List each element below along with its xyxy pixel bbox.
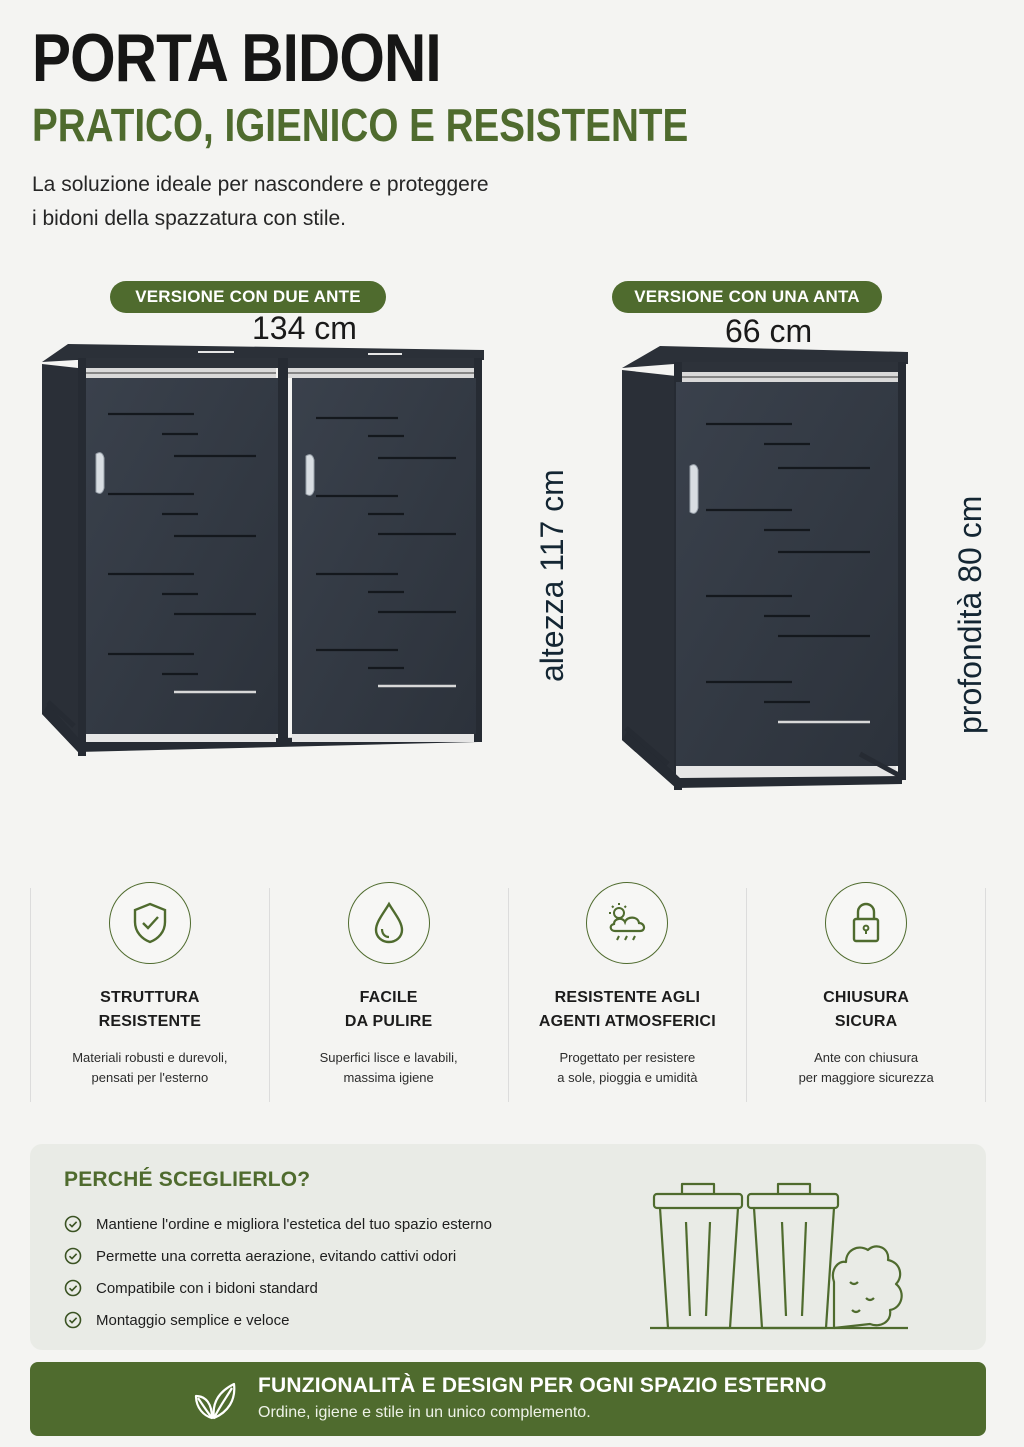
footer-banner: FUNZIONALITÀ E DESIGN PER OGNI SPAZIO ES… [30, 1362, 986, 1436]
trash-bins-illustration-icon [650, 1182, 908, 1330]
list-item-text: Montaggio semplice e veloce [96, 1311, 290, 1329]
features-row: STRUTTURA RESISTENTE Materiali robusti e… [30, 882, 986, 1102]
list-item-text: Mantiene l'ordine e migliora l'estetica … [96, 1215, 492, 1233]
why-choose-title: PERCHÉ SCEGLIERLO? [64, 1168, 311, 1191]
check-circle-icon [64, 1215, 82, 1233]
feature-desc-line-2: pensati per l'esterno [91, 1070, 209, 1085]
double-bin-cabinet-image [42, 344, 484, 756]
list-item: Montaggio semplice e veloce [64, 1304, 492, 1336]
feature-easy-clean: FACILE DA PULIRE Superfici lisce e lavab… [268, 882, 508, 1102]
page-subtitle: PRATICO, IGIENICO E RESISTENTE [32, 99, 689, 151]
feature-title-line-2: AGENTI ATMOSFERICI [538, 1013, 716, 1030]
feature-desc-line-2: massima igiene [343, 1070, 434, 1085]
feature-desc-line-1: Progettato per resistere [559, 1050, 696, 1065]
page-title: PORTA BIDONI [32, 20, 442, 96]
padlock-icon [825, 882, 908, 964]
list-item: Permette una corretta aerazione, evitand… [64, 1240, 492, 1272]
height-label: altezza 117 cm [534, 469, 570, 682]
banner-subtitle: Ordine, igiene e stile in un unico compl… [258, 1404, 591, 1421]
check-circle-icon [64, 1279, 82, 1297]
feature-structure: STRUTTURA RESISTENTE Materiali robusti e… [30, 882, 269, 1102]
feature-secure-lock: CHIUSURA SICURA Ante con chiusura per ma… [746, 882, 986, 1102]
feature-title-line-1: CHIUSURA [823, 989, 910, 1006]
list-item: Compatibile con i bidoni standard [64, 1272, 492, 1304]
feature-title-line-1: STRUTTURA [100, 989, 200, 1006]
intro-text: La soluzione ideale per nascondere e pro… [32, 168, 592, 236]
feature-desc-line-2: a sole, pioggia e umidità [557, 1070, 698, 1085]
feature-title-line-2: DA PULIRE [344, 1013, 433, 1030]
shield-check-icon [108, 882, 191, 964]
water-drop-icon [347, 882, 430, 964]
check-circle-icon [64, 1247, 82, 1265]
feature-title-line-1: RESISTENTE AGLI [554, 989, 701, 1006]
intro-line-1: La soluzione ideale per nascondere e pro… [32, 173, 489, 196]
check-circle-icon [64, 1311, 82, 1329]
leaf-icon [194, 1382, 236, 1420]
list-item: Mantiene l'ordine e migliora l'estetica … [64, 1208, 492, 1240]
feature-title-line-1: FACILE [359, 989, 418, 1006]
feature-desc-line-1: Ante con chiusura [814, 1050, 919, 1065]
double-version-badge: VERSIONE CON DUE ANTE [110, 281, 386, 313]
feature-desc-line-2: per maggiore sicurezza [798, 1070, 934, 1085]
single-bin-cabinet-image [622, 346, 908, 790]
feature-desc-line-1: Materiali robusti e durevoli, [72, 1050, 228, 1065]
single-version-badge: VERSIONE CON UNA ANTA [612, 281, 882, 313]
depth-label: profondità 80 cm [952, 495, 988, 734]
feature-weather: RESISTENTE AGLI AGENTI ATMOSFERICI Proge… [507, 882, 747, 1102]
feature-title-line-2: SICURA [834, 1013, 898, 1030]
list-item-text: Compatibile con i bidoni standard [96, 1279, 318, 1297]
feature-desc-line-1: Superfici lisce e lavabili, [319, 1050, 458, 1065]
feature-title-line-2: RESISTENTE [98, 1013, 202, 1030]
banner-title: FUNZIONALITÀ E DESIGN PER OGNI SPAZIO ES… [258, 1374, 827, 1397]
list-item-text: Permette una corretta aerazione, evitand… [96, 1247, 457, 1265]
single-width-label: 66 cm [725, 313, 813, 349]
double-width-label: 134 cm [252, 310, 357, 346]
why-choose-panel: PERCHÉ SCEGLIERLO? Mantiene l'ordine e m… [30, 1144, 986, 1350]
intro-line-2: i bidoni della spazzatura con stile. [32, 207, 347, 230]
why-choose-list: Mantiene l'ordine e migliora l'estetica … [64, 1208, 492, 1336]
weather-icon [586, 882, 669, 964]
